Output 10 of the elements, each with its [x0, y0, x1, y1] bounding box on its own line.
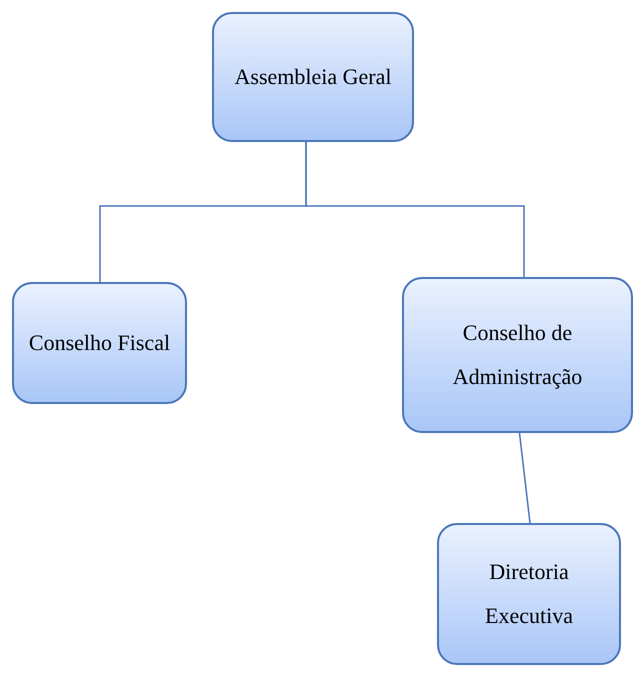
org-box [402, 277, 633, 433]
org-box [437, 523, 621, 665]
box-label: Conselho de Administração [452, 319, 584, 391]
org-box [12, 282, 187, 404]
connector-line [518, 432, 531, 524]
org-box [212, 12, 414, 142]
box-label: Diretoria Executiva [484, 558, 574, 630]
box-label: Conselho Fiscal [28, 329, 170, 357]
box-label: Assembleia Geral [234, 63, 392, 91]
connector-line [305, 142, 525, 277]
